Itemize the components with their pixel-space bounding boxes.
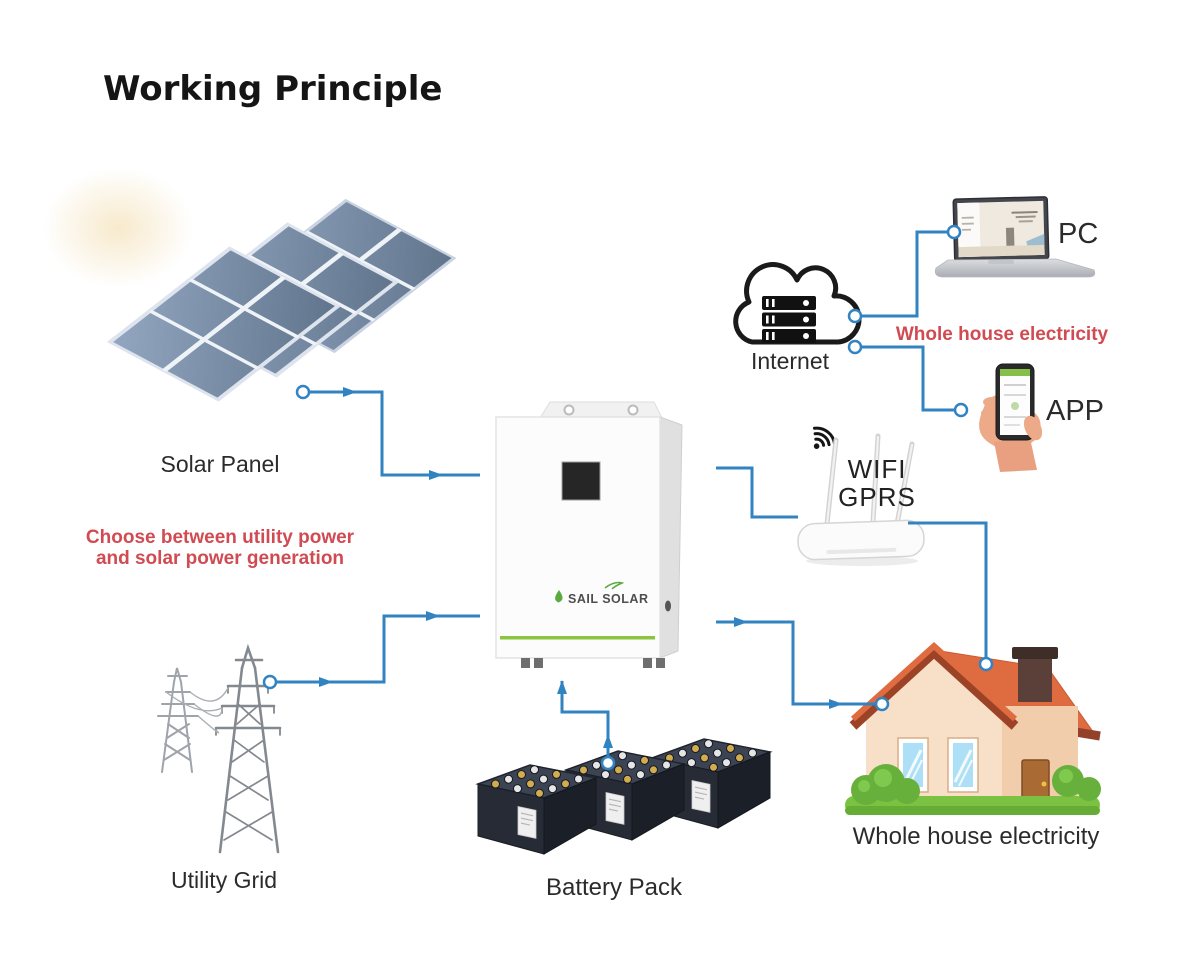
house-window: [897, 737, 929, 793]
connector-solar-to-inverter: [303, 390, 480, 477]
whole-house-red-note: Whole house electricity: [896, 324, 1109, 345]
connector-inverter-to-router: [716, 466, 798, 519]
connector-dot: [946, 224, 962, 240]
connector-grid-to-inverter: [270, 614, 480, 684]
utility-grid-label: Utility Grid: [171, 867, 277, 893]
internet-cloud-icon: [733, 262, 862, 345]
power-lines: [165, 687, 229, 734]
router-image: [797, 433, 925, 566]
connector-lines: [262, 224, 994, 771]
arrowhead: [429, 470, 443, 480]
bush: [1052, 765, 1101, 801]
arrowhead: [343, 387, 357, 397]
connector-dot: [295, 384, 311, 400]
house-label: Whole house electricity: [853, 823, 1100, 850]
pc-laptop-base: [934, 258, 1096, 278]
wifi-label-line2: GPRS: [838, 482, 916, 512]
sail-solar-logo: SAIL SOLAR: [555, 581, 648, 606]
solar-panel-label: Solar Panel: [161, 451, 280, 477]
arrowhead: [557, 680, 567, 694]
sun-glow: [43, 168, 193, 288]
wifi-label-line1: WIFI: [848, 454, 907, 484]
connector-dot: [262, 674, 278, 690]
connector-dot: [978, 656, 994, 672]
arrowhead: [426, 611, 440, 621]
connector-dot: [953, 402, 969, 418]
connector-dot: [874, 696, 890, 712]
small-transmission-tower: [157, 667, 199, 773]
internet-label: Internet: [751, 348, 830, 374]
app-label: APP: [1046, 395, 1104, 427]
choose-note-line2: and solar power generation: [96, 548, 344, 569]
arrowhead: [603, 734, 613, 748]
house-window: [947, 737, 979, 793]
battery-pack-image: [477, 738, 771, 855]
bush: [851, 764, 920, 805]
connector-dot: [847, 339, 863, 355]
pc-laptop-image: [952, 196, 1050, 262]
arrowhead: [734, 617, 748, 627]
house-image: [845, 641, 1101, 815]
connector-router-to-house: [908, 521, 988, 658]
connector-internet-to-pc: [861, 230, 948, 318]
connector-battery-to-inverter: [560, 681, 610, 757]
utility-grid-image: [157, 643, 282, 854]
pc-label: PC: [1058, 218, 1098, 250]
arrowhead: [319, 677, 333, 687]
inverter-brand-text: SAIL SOLAR: [568, 592, 648, 606]
connector-dot: [847, 308, 863, 324]
page-title: Working Principle: [103, 69, 442, 109]
arrowhead: [829, 699, 843, 709]
battery-box: [477, 764, 597, 855]
battery-pack-label: Battery Pack: [546, 874, 683, 901]
choose-note-line1: Choose between utility power: [86, 527, 355, 548]
solar-panel-image: [106, 198, 457, 402]
connector-dot: [600, 755, 616, 771]
server-icon: [762, 296, 816, 343]
connector-internet-to-app: [861, 345, 954, 412]
app-phone-image: [979, 363, 1043, 472]
connector-inverter-to-house: [716, 620, 878, 706]
inverter-image: SAIL SOLAR: [495, 401, 683, 668]
